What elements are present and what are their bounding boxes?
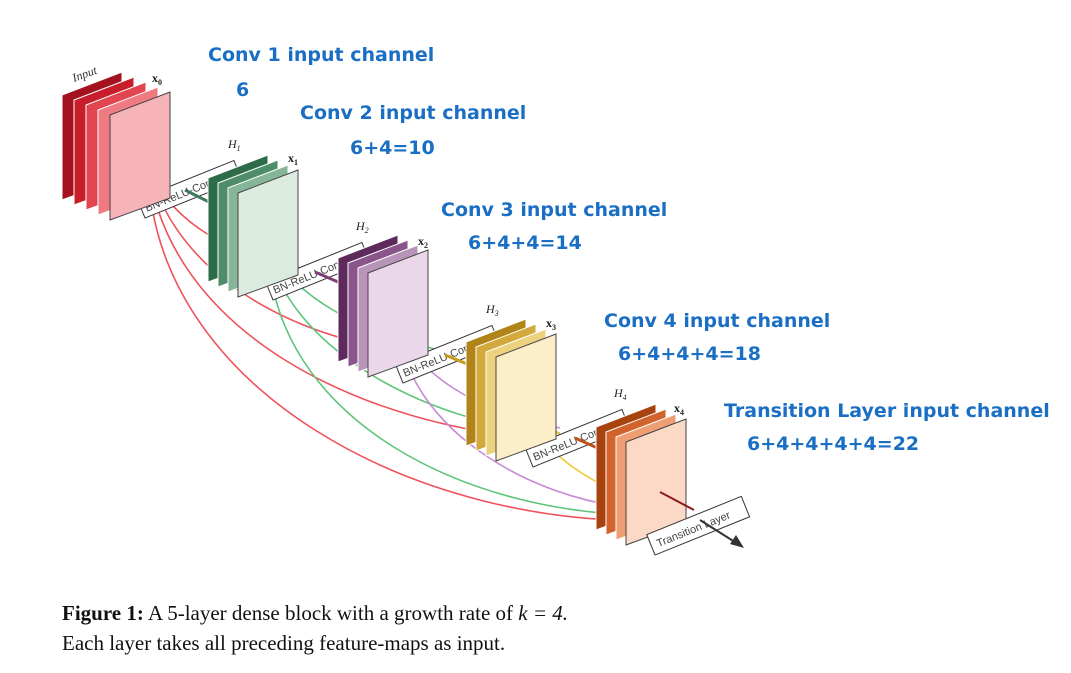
conv2-value: 6+4=10	[350, 137, 435, 159]
feature-stack-x4: H4 x4	[595, 386, 687, 546]
feature-stack-x0: Input x0	[61, 63, 171, 221]
h4-label: H4	[613, 386, 627, 402]
feature-stack-x2: H2 x2	[337, 219, 429, 378]
x2-label: x2	[418, 234, 428, 250]
caption-line2: Each layer takes all preceding feature-m…	[62, 631, 506, 655]
conv4-title: Conv 4 input channel	[604, 310, 831, 332]
caption-k-expr: k = 4.	[518, 601, 569, 625]
x1-label: x1	[288, 151, 298, 167]
connection-x0-to-transition	[147, 161, 666, 522]
conv3-title: Conv 3 input channel	[441, 199, 668, 221]
feature-stack-x3: H3 x3	[465, 302, 557, 462]
figure-caption: Figure 1: A 5-layer dense block with a g…	[62, 598, 782, 658]
conv3-value: 6+4+4=14	[468, 232, 582, 254]
x4-label: x4	[674, 401, 684, 417]
h3-label: H3	[485, 302, 499, 318]
h2-label: H2	[355, 219, 369, 235]
conv4-value: 6+4+4+4=18	[618, 343, 762, 365]
conv1-value: 6	[236, 79, 250, 101]
connection-x1-to-transition	[267, 242, 666, 516]
transition-arrowhead	[730, 535, 744, 548]
input-label: Input	[69, 63, 99, 85]
x0-label: x0	[152, 71, 162, 87]
caption-line1: A 5-layer dense block with a growth rate…	[147, 601, 514, 625]
transition-value: 6+4+4+4+4=22	[747, 433, 920, 455]
conv1-title: Conv 1 input channel	[208, 44, 435, 66]
transition-title: Transition Layer input channel	[724, 400, 1050, 422]
conv2-title: Conv 2 input channel	[300, 102, 527, 124]
x3-label: x3	[546, 316, 556, 332]
feature-stack-x1: H1 x1	[207, 137, 299, 298]
h1-label: H1	[227, 137, 241, 153]
figure-label: Figure 1:	[62, 601, 144, 625]
